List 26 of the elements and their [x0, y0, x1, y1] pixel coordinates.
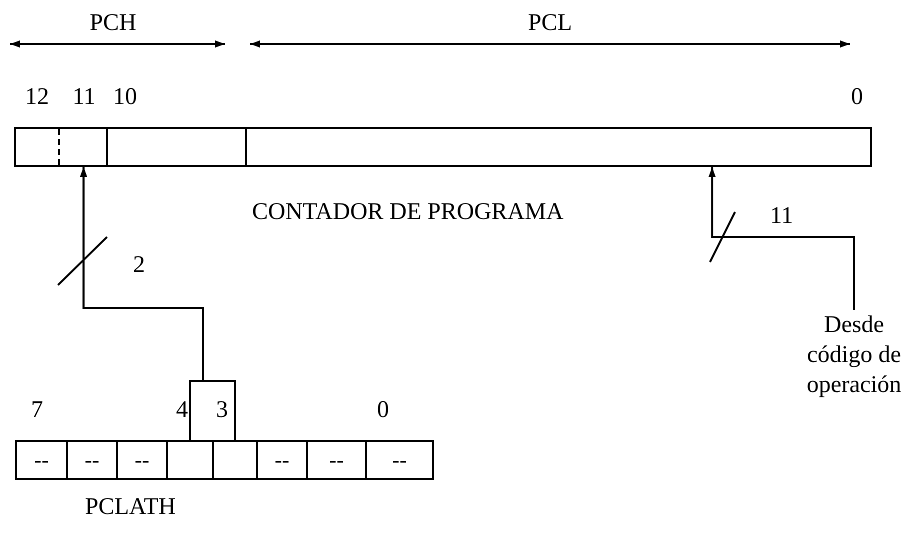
bus-line	[708, 167, 855, 310]
bit-cell: --	[116, 440, 168, 480]
bit-cell	[106, 127, 247, 167]
bit-cell	[166, 440, 214, 480]
bit-cell	[245, 127, 872, 167]
bit-number: 12	[25, 84, 49, 111]
bit-number: 4	[176, 397, 188, 424]
field-name: PCL	[528, 10, 572, 37]
source-note: Desde código de operación	[792, 310, 916, 400]
bit-cell: --	[15, 440, 68, 480]
register-name: CONTADOR DE PROGRAMA	[252, 199, 564, 226]
bit-number: 0	[851, 84, 863, 111]
bit-number: 7	[31, 397, 43, 424]
bit-number: 11	[72, 84, 96, 111]
register-name: PCLATH	[85, 494, 176, 521]
bit-number: 10	[113, 84, 137, 111]
bit-cell	[14, 127, 108, 167]
bit-cell: --	[365, 440, 434, 480]
bit-number: 3	[216, 397, 228, 424]
bit-cell: --	[256, 440, 308, 480]
bit-number: 0	[377, 397, 389, 424]
bit-cell: --	[66, 440, 118, 480]
bit-cell	[212, 440, 258, 480]
bus-line	[80, 167, 236, 440]
bit-cell: --	[306, 440, 367, 480]
field-name: PCH	[90, 10, 136, 37]
